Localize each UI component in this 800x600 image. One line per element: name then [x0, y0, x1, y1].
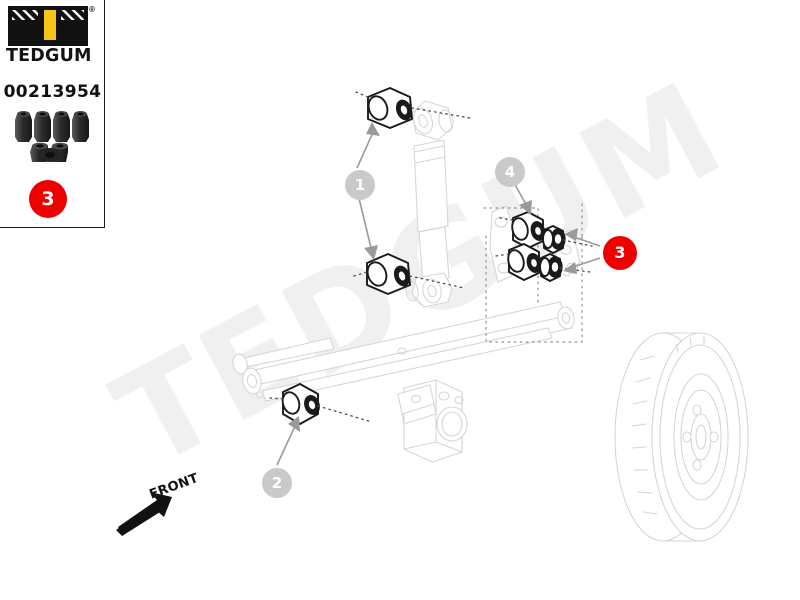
part-number: 00213954 — [3, 82, 102, 102]
bushing-shock-lower — [366, 253, 411, 295]
axle-beam-bracket — [397, 379, 468, 463]
bushing-ring-lower — [539, 253, 563, 282]
registered-mark-icon: ® — [89, 5, 95, 14]
callout-2-number: 2 — [271, 473, 283, 492]
bushing-leaf-spring — [281, 383, 320, 425]
shock-absorber — [405, 100, 454, 308]
callout-1-number: 1 — [354, 175, 366, 194]
brand-block: ® TEDGUM — [6, 6, 98, 68]
callout-leader-lines — [276, 122, 601, 466]
product-info-panel: ® TEDGUM 00213954 — [0, 0, 105, 228]
callout-3[interactable]: 3 — [603, 236, 637, 270]
callout-4[interactable]: 4 — [495, 157, 525, 187]
upper-leaf-rod — [232, 337, 335, 375]
callout-3-number: 3 — [614, 243, 626, 262]
insert-path-lines — [269, 91, 593, 423]
brand-name: TEDGUM — [6, 46, 92, 66]
wheel-and-tire — [614, 332, 749, 542]
front-direction-arrow-icon — [116, 492, 172, 536]
callout-2[interactable]: 2 — [262, 468, 292, 498]
quantity-badge: 3 — [29, 180, 67, 218]
bushing-control-arm-upper — [511, 211, 546, 249]
rubber-bushing-set-photo — [15, 111, 89, 162]
callout-1[interactable]: 1 — [345, 170, 375, 200]
tedgum-logo-icon — [8, 6, 88, 46]
quantity-badge-value: 3 — [41, 187, 55, 210]
callout-4-number: 4 — [504, 162, 516, 181]
bushing-ring-upper — [542, 225, 566, 254]
bushing-shock-upper — [367, 87, 413, 129]
bushing-control-arm-lower — [507, 243, 542, 281]
